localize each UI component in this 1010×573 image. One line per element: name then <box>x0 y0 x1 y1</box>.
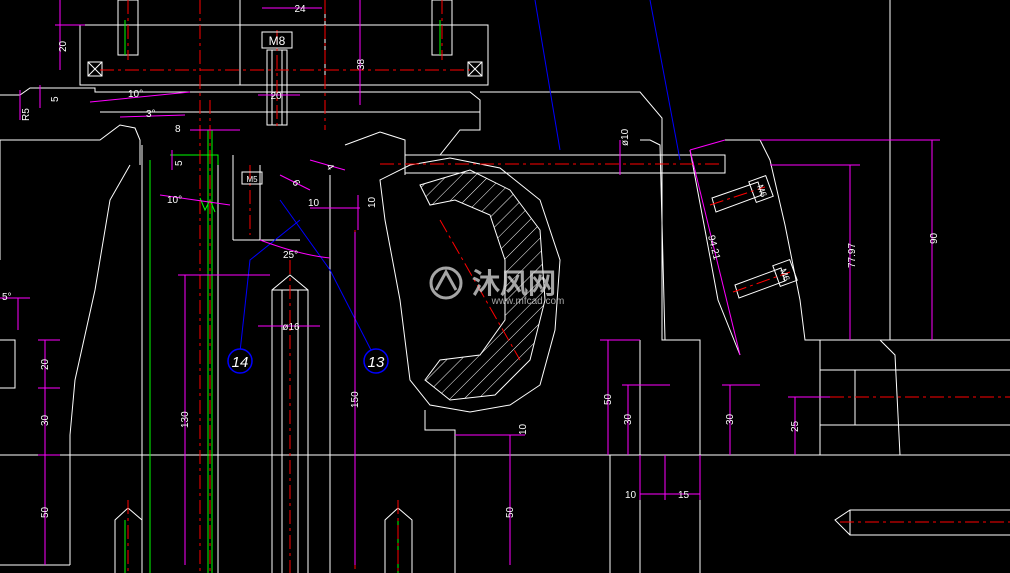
dim-15-bottom: 15 <box>678 490 690 501</box>
watermark-url: www.mfcad.com <box>491 296 565 307</box>
watermark-logo <box>429 266 463 300</box>
dimension-lines <box>0 0 940 565</box>
dim-30-right-b: 30 <box>725 413 736 425</box>
dim-10-b: 10 <box>367 196 378 208</box>
dim-4: 4 <box>323 162 336 173</box>
dim-24: 24 <box>294 4 306 15</box>
svg-text:M8: M8 <box>269 34 286 48</box>
dim-20-mid: 20 <box>270 91 282 102</box>
dim-30-left: 30 <box>40 414 51 426</box>
blue-leaders <box>239 0 681 353</box>
balloon-14: 14 <box>227 348 253 374</box>
dim-50-center: 50 <box>505 506 516 518</box>
dimension-texts: 24 20 38 20 5 R5 10° 3° 8 5 10° 10 10 25… <box>2 4 940 518</box>
top-clamp-outline <box>79 24 489 86</box>
dim-50-left: 50 <box>40 506 51 518</box>
m8-label: M8 <box>261 31 293 49</box>
dim-10-a: 10 <box>308 198 320 209</box>
svg-text:M5: M5 <box>246 175 258 184</box>
rocker-arm-outline <box>379 157 561 413</box>
dim-r5: R5 <box>21 108 32 121</box>
dim-150: 150 <box>350 391 361 408</box>
dim-50-right: 50 <box>603 393 614 405</box>
dim-20-left: 20 <box>40 358 51 370</box>
pin-outline <box>271 274 309 573</box>
upper-body-outline <box>0 87 481 156</box>
dim-10-center: 10 <box>518 423 529 435</box>
dim-25: 25 <box>790 420 801 432</box>
dim-ang5: 5° <box>2 292 12 303</box>
m6-label-b: M6 <box>778 267 792 282</box>
balloon-13: 13 <box>363 348 389 374</box>
corner-cross-marks <box>87 61 483 77</box>
dim-130: 130 <box>180 411 191 428</box>
dim-phi10: ø10 <box>620 128 631 146</box>
watermark: 沐风网 www.mfcad.com <box>429 266 565 307</box>
dim-77-97: 77.97 <box>847 243 858 268</box>
watermark-text-cn: 沐风网 <box>472 268 556 299</box>
dim-90: 90 <box>929 232 940 244</box>
dim-30-right-a: 30 <box>623 413 634 425</box>
dim-5-left: 5 <box>50 96 61 102</box>
m6-label-a: M6 <box>755 183 769 198</box>
dim-5-small: 5 <box>174 160 185 166</box>
dim-ang25: 25° <box>283 250 298 261</box>
m5-label: M5 <box>241 171 263 185</box>
dim-phi16: ø16 <box>282 322 300 333</box>
dim-6: 6 <box>289 178 302 189</box>
rocker-hatched-section <box>419 169 546 401</box>
left-column-outline <box>69 164 131 565</box>
dim-ang3: 3° <box>146 109 156 120</box>
dim-8: 8 <box>175 124 181 135</box>
green-lines <box>124 20 441 573</box>
balloon-13-text: 13 <box>368 354 385 371</box>
dim-38: 38 <box>356 58 367 70</box>
dim-ang10-low: 10° <box>167 195 182 206</box>
balloon-14-text: 14 <box>232 354 249 371</box>
dim-20-top: 20 <box>58 40 69 52</box>
dim-94-21: 94.21 <box>705 234 722 261</box>
dim-10-bottom: 10 <box>625 490 637 501</box>
dim-ang10-top: 10° <box>128 89 143 100</box>
